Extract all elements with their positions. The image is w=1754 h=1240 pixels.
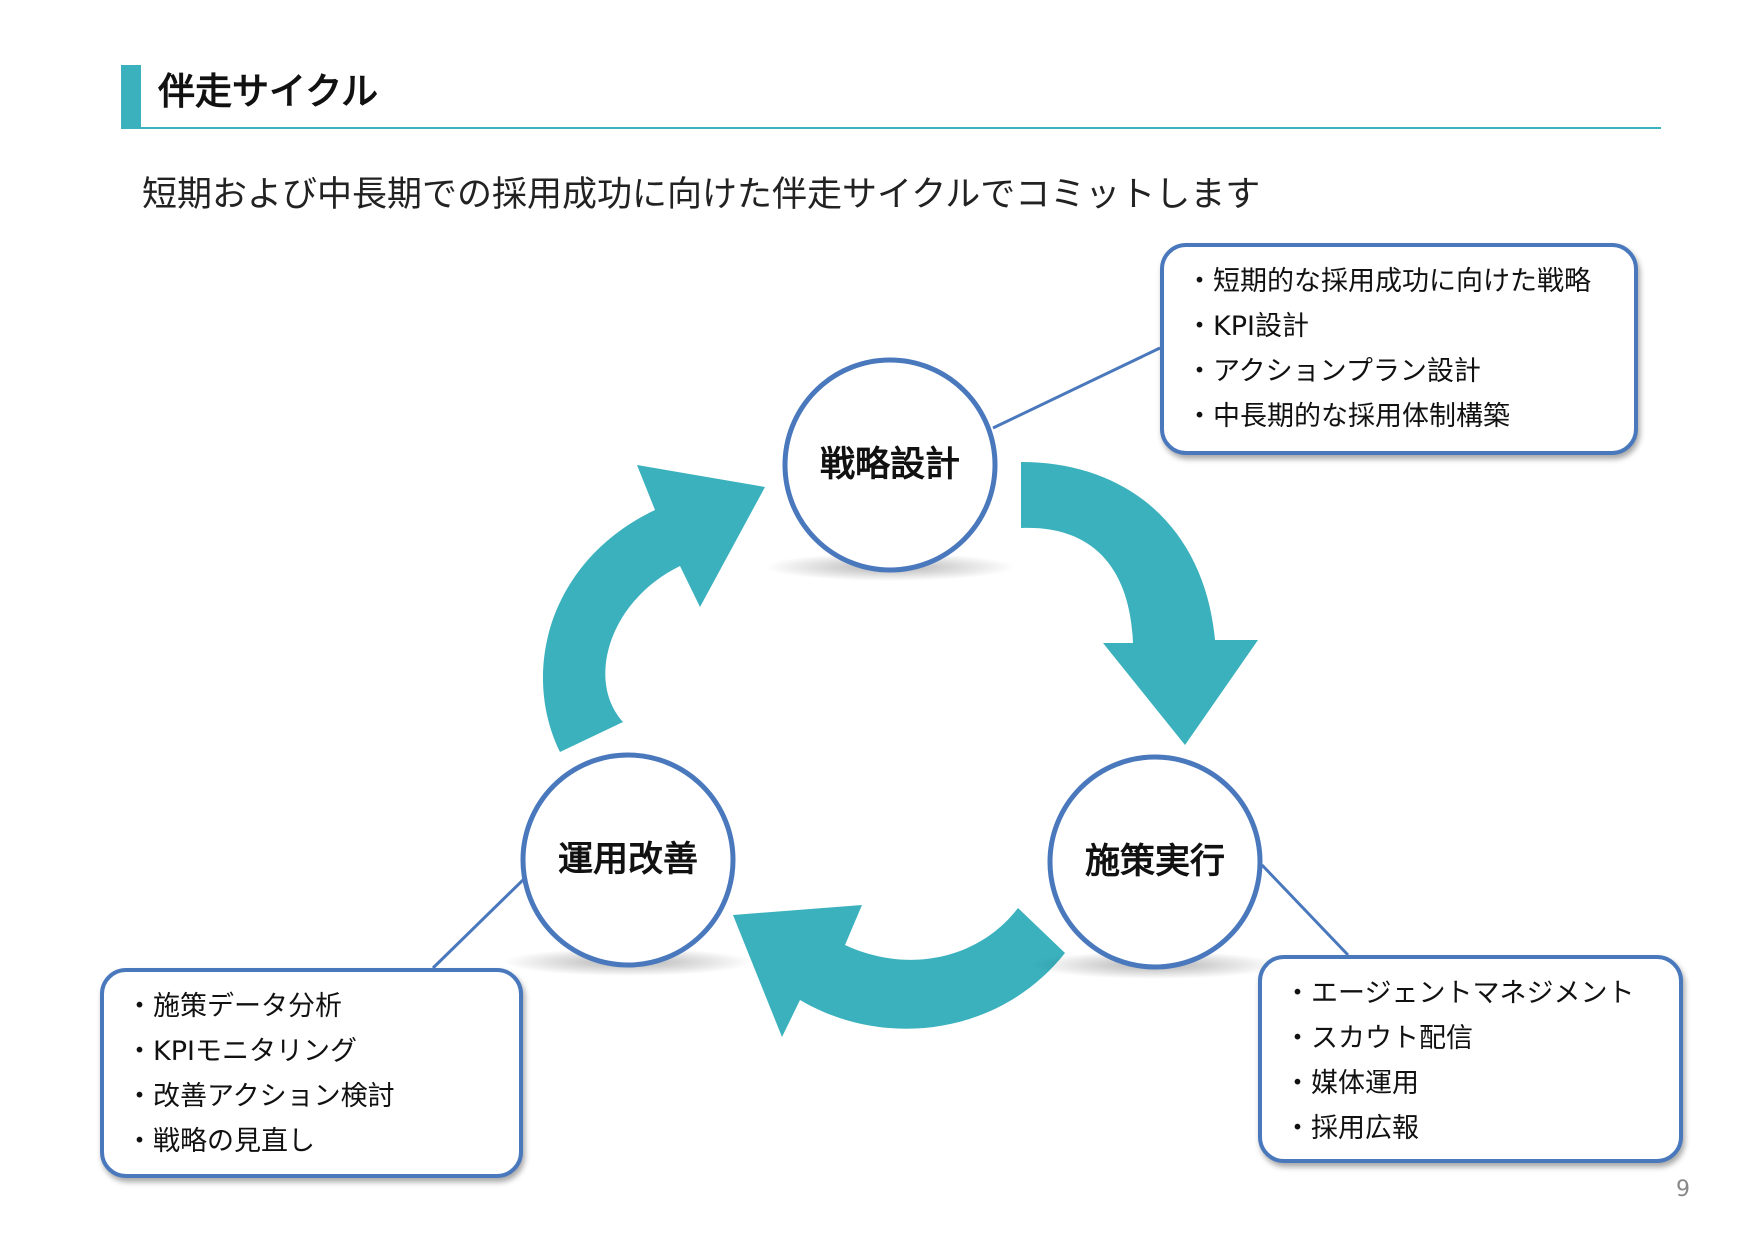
callout-item: ・戦略の見直し [126, 1126, 315, 1157]
title-divider [121, 127, 1661, 129]
callout-item: ・改善アクション検討 [126, 1081, 395, 1112]
title-accent-bar [121, 65, 141, 129]
callout-box-strategy: ・短期的な採用成功に向けた戦略 ・KPI設計 ・アクションプラン設計 ・中長期的… [1160, 243, 1638, 455]
connector-line-execution [1260, 863, 1350, 957]
node-circle-strategy [782, 357, 998, 573]
cycle-arrow-improvement-to-strategy [542, 465, 765, 752]
connector-line-strategy [992, 346, 1161, 430]
callout-item: ・KPI設計 [1186, 311, 1309, 342]
page-title: 伴走サイクル [158, 70, 379, 113]
page-number: 9 [1676, 1177, 1690, 1202]
callout-item: ・採用広報 [1284, 1113, 1419, 1144]
cycle-arrow-execution-to-improvement [733, 905, 1065, 1037]
page-subtitle: 短期および中長期での採用成功に向けた伴走サイクルでコミットします [142, 175, 1261, 215]
callout-item: ・KPIモニタリング [126, 1036, 357, 1067]
callout-box-execution: ・エージェントマネジメント ・スカウト配信 ・媒体運用 ・採用広報 [1258, 955, 1683, 1163]
connector-line-improvement [431, 876, 527, 970]
node-label-improvement: 運用改善 [557, 840, 698, 880]
callout-item: ・施策データ分析 [126, 991, 342, 1022]
callout-item: ・媒体運用 [1284, 1068, 1419, 1099]
callout-item: ・スカウト配信 [1284, 1023, 1473, 1054]
node-label-execution: 施策実行 [1084, 842, 1225, 882]
callout-box-improvement: ・施策データ分析 ・KPIモニタリング ・改善アクション検討 ・戦略の見直し [100, 968, 523, 1178]
callout-item: ・中長期的な採用体制構築 [1186, 401, 1510, 432]
callout-item: ・アクションプラン設計 [1186, 356, 1481, 387]
node-circle-execution [1047, 754, 1263, 970]
callout-item: ・短期的な採用成功に向けた戦略 [1186, 266, 1591, 297]
callout-item: ・エージェントマネジメント [1284, 978, 1635, 1009]
node-circle-improvement [520, 752, 736, 968]
node-label-strategy: 戦略設計 [819, 445, 960, 485]
cycle-arrow-strategy-to-execution [1021, 462, 1258, 745]
